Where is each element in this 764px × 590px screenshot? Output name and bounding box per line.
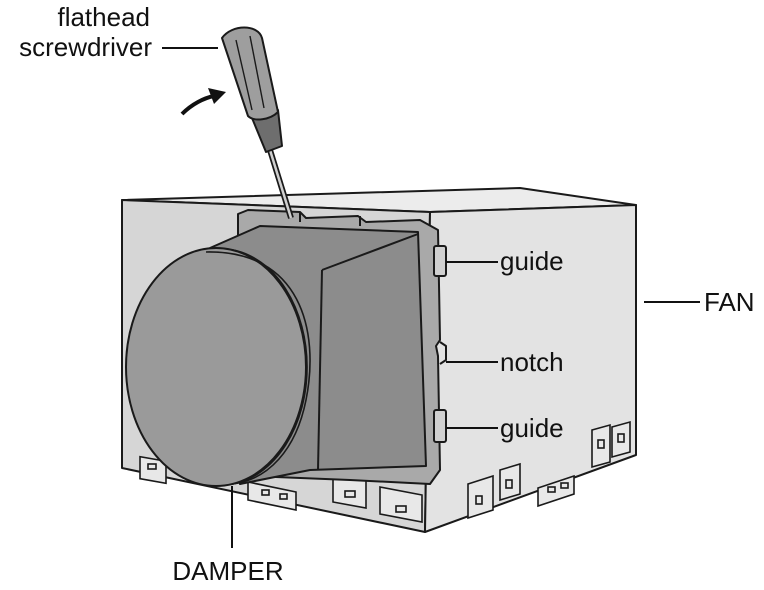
- mounting-tab: [247, 481, 297, 511]
- guide-top-tab: [433, 245, 447, 277]
- mounting-tab: [537, 474, 575, 508]
- label-notch: notch: [500, 347, 564, 377]
- guide-bottom-tab: [433, 409, 447, 443]
- label-screwdriver: screwdriver: [19, 32, 152, 62]
- label-fan: FAN: [704, 287, 755, 317]
- mounting-tab: [499, 462, 521, 502]
- damper: [125, 225, 427, 487]
- notch-cutout: [439, 341, 447, 365]
- mounting-tabs: [139, 420, 631, 523]
- label-damper: DAMPER: [172, 556, 283, 586]
- leader-lines: [162, 47, 700, 548]
- mounting-tab: [611, 420, 631, 459]
- screwdriver-handle: [221, 26, 279, 121]
- rotation-arrow: [180, 88, 226, 116]
- mounting-tab: [467, 474, 494, 520]
- mounting-tab: [139, 455, 167, 485]
- label-flathead: flathead: [57, 2, 150, 32]
- damper-collar-opening: [125, 247, 307, 487]
- arrow-head: [208, 88, 226, 104]
- flathead-screwdriver: [221, 26, 294, 219]
- mounting-tab: [379, 486, 423, 523]
- label-guide-top: guide: [500, 246, 564, 276]
- mounting-tab: [591, 423, 611, 469]
- label-guide-bottom: guide: [500, 413, 564, 443]
